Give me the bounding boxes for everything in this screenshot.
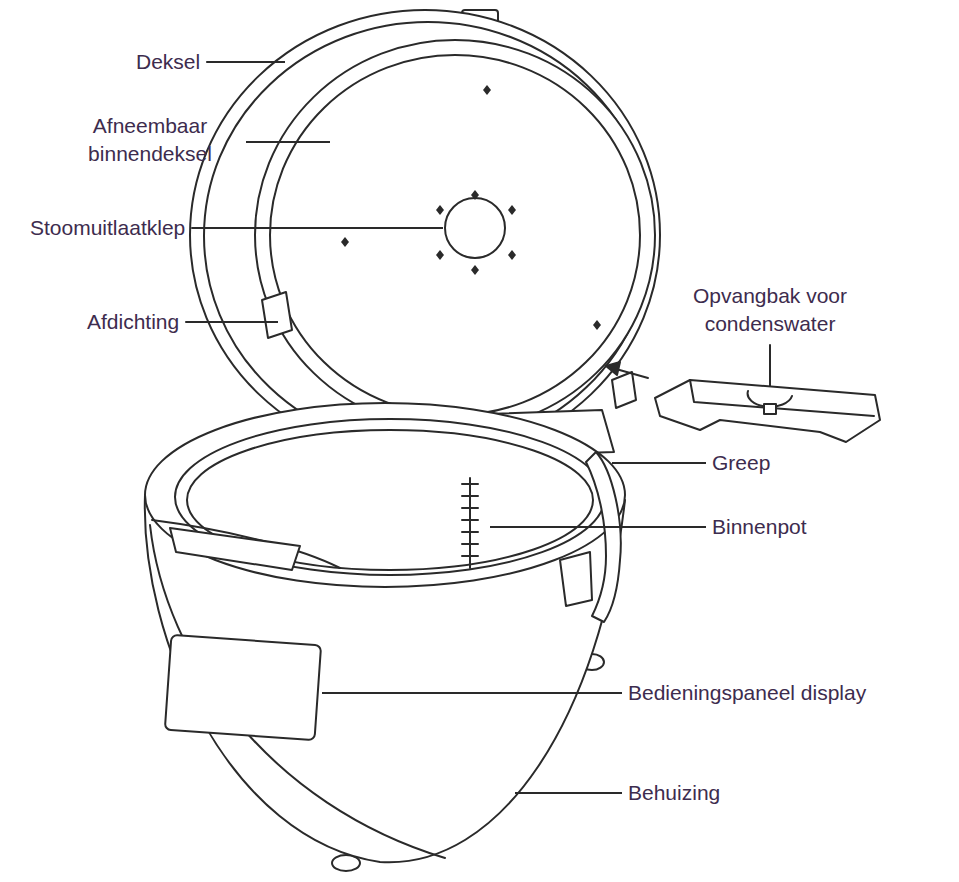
scale-tick [462, 483, 478, 485]
arrow-head [606, 362, 620, 375]
tray-slot [764, 404, 776, 414]
leader-line [612, 462, 706, 464]
latch [560, 552, 592, 606]
steam-valve [445, 198, 505, 258]
lid-dot [508, 205, 516, 215]
scale-tick [462, 495, 478, 497]
condensate-tray [655, 380, 880, 442]
leader-line [322, 692, 622, 694]
leader-line [515, 792, 622, 794]
part-label: Stoomuitlaatklep [30, 214, 185, 242]
lid-dot [471, 265, 479, 275]
scale-line [469, 478, 471, 568]
lid-dot [341, 237, 349, 247]
scale-tick [462, 555, 478, 557]
leader-line [191, 227, 443, 229]
part-label: Deksel [136, 48, 200, 76]
lid-dot [436, 250, 444, 260]
scale-tick [462, 543, 478, 545]
part-label: Behuizing [628, 779, 720, 807]
part-label: Afneembaar binnendeksel [60, 112, 240, 169]
lid-outer [190, 10, 660, 460]
measuring-scale [462, 478, 478, 568]
tray-edge [690, 380, 874, 416]
scale-tick [462, 519, 478, 521]
seal-tab [262, 292, 292, 338]
lid-dot [483, 85, 491, 95]
part-label: Afdichting [87, 308, 179, 336]
scale-tick [462, 531, 478, 533]
leader-line [185, 321, 278, 323]
part-label: Binnenpot [712, 513, 807, 541]
part-label: Greep [712, 449, 770, 477]
leader-line [246, 141, 330, 143]
insert-arrow [616, 369, 648, 378]
leader-line [490, 526, 706, 528]
lid-dot [508, 250, 516, 260]
leader-line [769, 344, 771, 386]
panel-button [170, 528, 300, 570]
lid-dot [471, 190, 479, 200]
part-label: Opvangbak voor condenswater [660, 282, 880, 339]
part-label: Bedieningspaneel display [628, 679, 866, 707]
scale-tick [462, 507, 478, 509]
inner-lid [270, 55, 640, 415]
housing-rim [145, 403, 625, 587]
panel-edge [150, 525, 445, 858]
lid-dot [436, 205, 444, 215]
seal-tab [612, 372, 636, 408]
seal-ring [255, 40, 655, 430]
lid-dot [593, 320, 601, 330]
leader-line [206, 61, 285, 63]
display-window [165, 635, 321, 740]
